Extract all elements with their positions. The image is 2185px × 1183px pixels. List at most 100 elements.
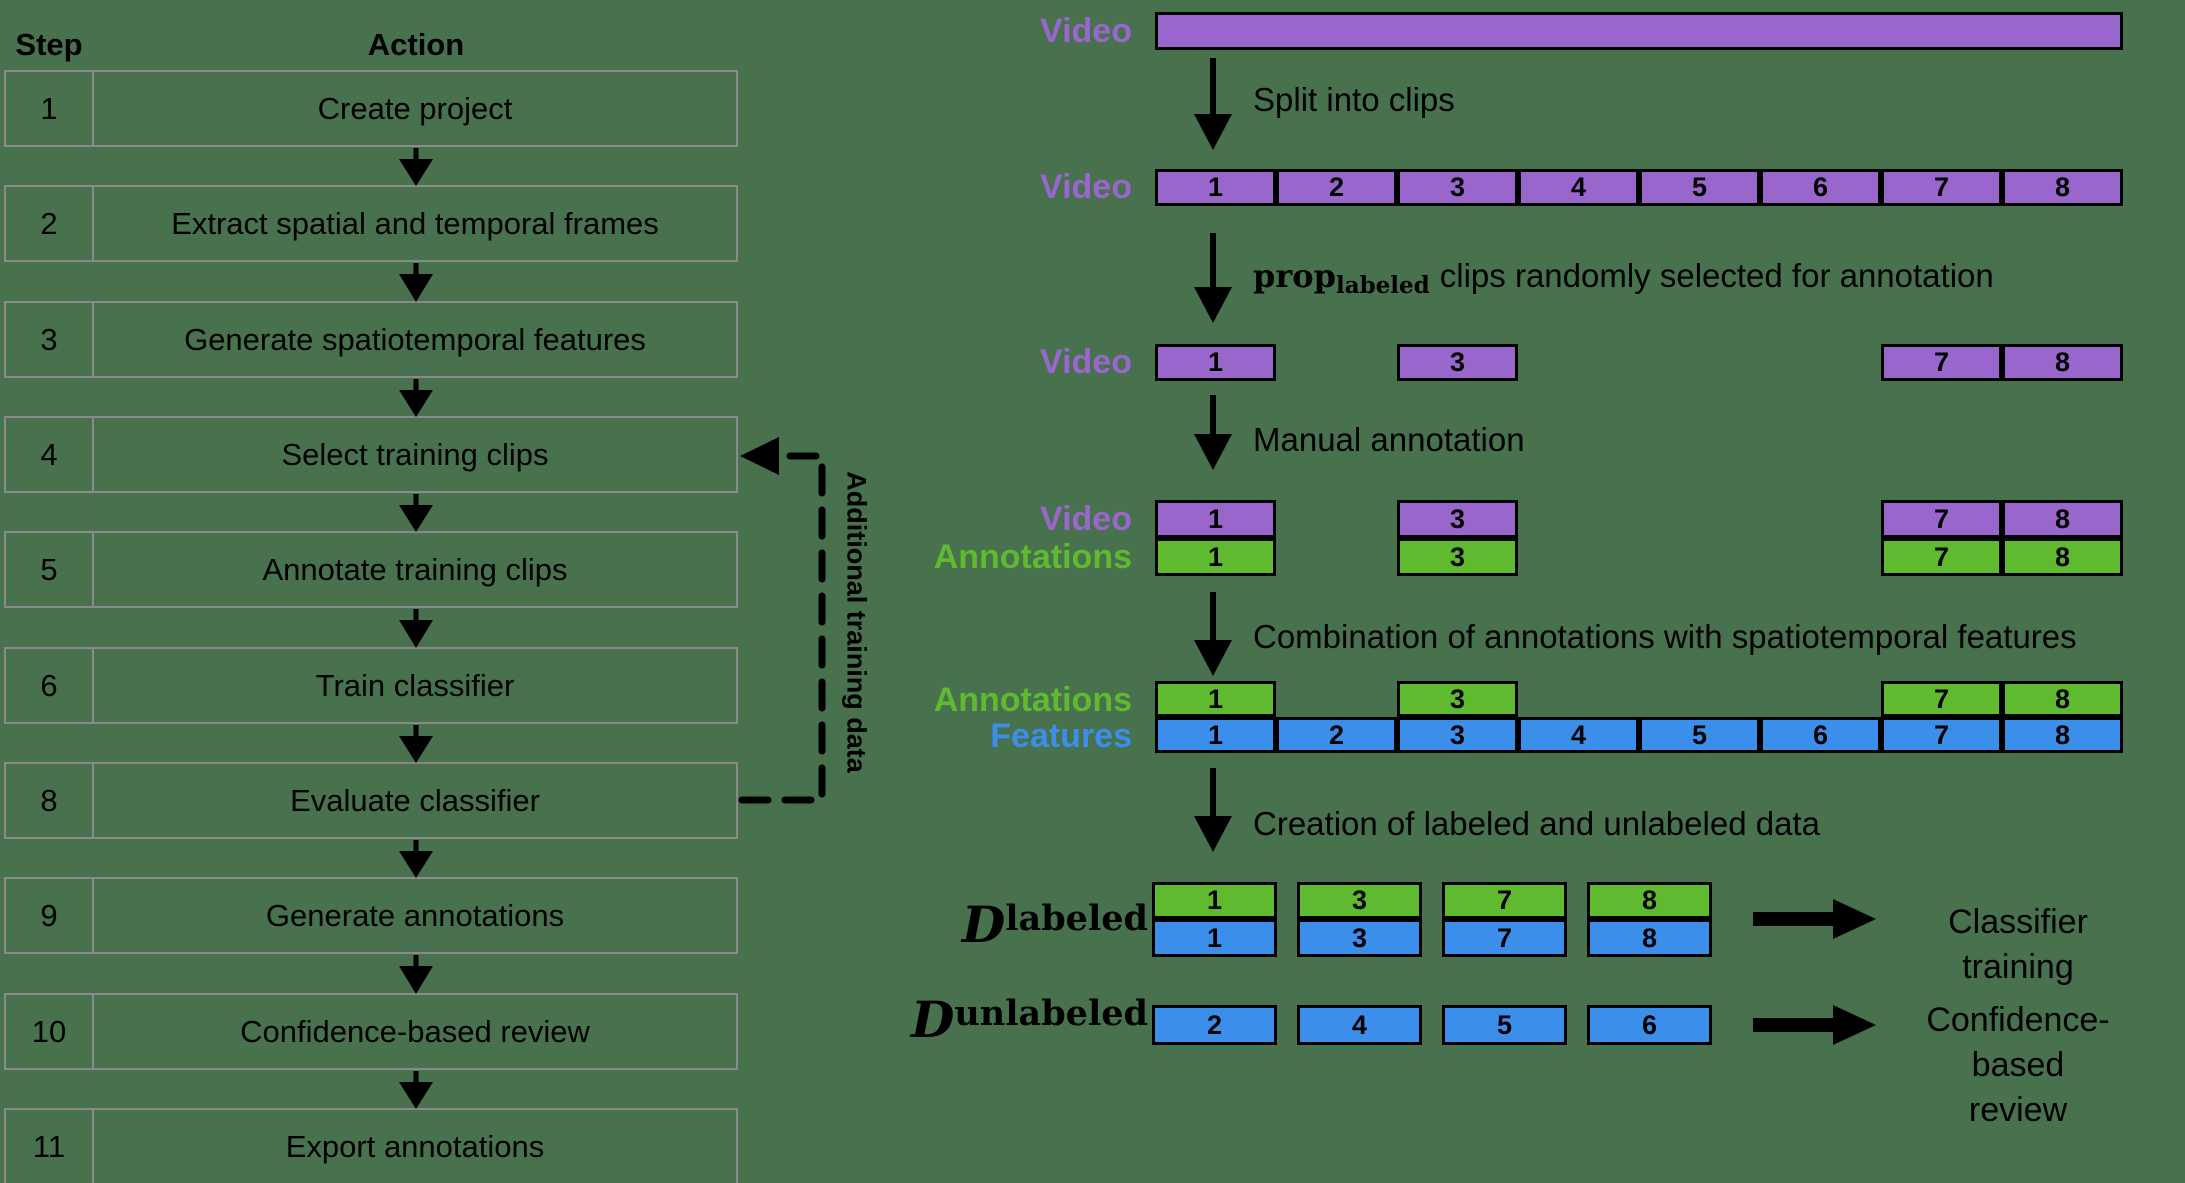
table-row: 9 Generate annotations xyxy=(4,877,738,954)
arrow-to-confidence-review-icon xyxy=(1753,1005,1876,1045)
clip-box: 7 xyxy=(1881,717,2002,753)
classifier-training-text: Classifier training xyxy=(1948,903,2088,986)
confidence-review-text: Confidence-based review xyxy=(1890,998,2146,1133)
table-cell-action: Train classifier xyxy=(315,667,515,703)
table-cell-action: Confidence-based review xyxy=(240,1013,590,1049)
table-cell-action: Evaluate classifier xyxy=(290,782,540,818)
clip-box: 8 xyxy=(2002,500,2123,538)
clip-box: 3 xyxy=(1297,882,1422,919)
table-cell-action: Create project xyxy=(317,90,513,126)
table-down-arrowhead-icon xyxy=(399,736,433,763)
table-down-arrowhead-icon xyxy=(399,851,433,878)
clip-box: 4 xyxy=(1518,717,1639,753)
table-header-step: Step xyxy=(15,27,83,62)
table-down-arrowhead-icon xyxy=(399,505,433,532)
clip-box: 4 xyxy=(1297,1005,1422,1045)
label-split-into-clips: Split into clips xyxy=(1253,81,1455,118)
row-label-annotations-1: Annotations xyxy=(933,537,1132,576)
clip-box: 8 xyxy=(1587,919,1712,957)
table-down-arrowhead-icon xyxy=(399,1082,433,1109)
table-cell-step: 2 xyxy=(6,187,94,260)
clip-box: 5 xyxy=(1639,169,1760,206)
clip-box: 3 xyxy=(1397,344,1518,381)
video-bar xyxy=(1155,12,2123,50)
clip-box: 7 xyxy=(1881,344,2002,381)
table-cell-step: 5 xyxy=(6,533,94,606)
flow-down-arrowhead-icon xyxy=(1194,287,1232,323)
table-row: 1 Create project xyxy=(4,70,738,147)
clip-box: 1 xyxy=(1155,500,1276,538)
clip-box: 1 xyxy=(1155,169,1276,206)
clip-box: 7 xyxy=(1442,882,1567,919)
clip-box: 1 xyxy=(1155,717,1276,753)
table-row: 11 Export annotations xyxy=(4,1108,738,1183)
clip-box: 3 xyxy=(1397,717,1518,753)
label-creation: Creation of labeled and unlabeled data xyxy=(1253,805,1820,842)
clip-box: 3 xyxy=(1397,500,1518,538)
table-down-arrowhead-icon xyxy=(399,274,433,302)
label-manual-annotation: Manual annotation xyxy=(1253,421,1525,458)
table-cell-action: Extract spatial and temporal frames xyxy=(171,205,659,241)
clip-box: 3 xyxy=(1397,681,1518,717)
confidence-review-line2: review xyxy=(1968,1091,2068,1129)
table-cell-step: 9 xyxy=(6,879,94,952)
clip-box: 8 xyxy=(2002,681,2123,717)
dataset-unlabeled-label: D unlabeled xyxy=(911,995,1148,1045)
table-cell-action: Select training clips xyxy=(281,436,549,472)
unlabeled-superscript: unlabeled xyxy=(954,993,1148,1034)
clip-box: 1 xyxy=(1155,681,1276,717)
clip-box: 7 xyxy=(1881,538,2002,576)
table-cell-action: Generate annotations xyxy=(265,897,565,933)
script-D-symbol: D xyxy=(910,990,955,1049)
script-D-symbol: D xyxy=(961,895,1006,954)
clip-box: 7 xyxy=(1442,919,1567,957)
table-row: 10 Confidence-based review xyxy=(4,993,738,1070)
row-label-annotations-2: Annotations xyxy=(933,680,1132,719)
clip-box: 6 xyxy=(1760,169,1881,206)
clip-box: 6 xyxy=(1587,1005,1712,1045)
table-cell-step: 10 xyxy=(6,995,94,1068)
label-prop-sub: labeled xyxy=(1335,271,1430,299)
label-prop-rest: clips randomly selected for annotation xyxy=(1439,257,1994,294)
clip-box: 3 xyxy=(1397,169,1518,206)
table-cell-action: Generate spatiotemporal features xyxy=(184,321,646,357)
row-label-video-3: Video xyxy=(1040,342,1132,381)
clip-box: 5 xyxy=(1639,717,1760,753)
table-cell-step: 6 xyxy=(6,649,94,722)
table-row: 4 Select training clips xyxy=(4,416,738,493)
flow-down-arrowhead-icon xyxy=(1194,114,1232,150)
table-cell-action: Export annotations xyxy=(285,1128,545,1164)
flow-down-arrowhead-icon xyxy=(1194,640,1232,676)
table-down-arrowhead-icon xyxy=(399,390,433,417)
row-label-video-2: Video xyxy=(1040,167,1132,206)
table-cell-step: 1 xyxy=(6,72,94,145)
labeled-superscript: labeled xyxy=(1005,898,1148,939)
flow-down-arrowhead-icon xyxy=(1194,434,1232,470)
clip-box: 8 xyxy=(2002,344,2123,381)
table-cell-step: 4 xyxy=(6,418,94,491)
label-combination: Combination of annotations with spatiote… xyxy=(1253,618,2077,655)
row-label-video-1: Video xyxy=(1040,11,1132,50)
table-down-arrowhead-icon xyxy=(399,966,433,994)
clip-box: 7 xyxy=(1881,169,2002,206)
clip-box: 2 xyxy=(1152,1005,1277,1045)
row-label-features: Features xyxy=(990,716,1132,755)
table-down-arrowhead-icon xyxy=(399,620,433,648)
clip-box: 8 xyxy=(1587,882,1712,919)
clip-box: 8 xyxy=(2002,169,2123,206)
table-cell-step: 11 xyxy=(6,1110,94,1183)
clip-box: 1 xyxy=(1152,882,1277,919)
confidence-review-line1: Confidence-based xyxy=(1926,1001,2110,1084)
clip-box: 2 xyxy=(1276,717,1397,753)
clip-box: 3 xyxy=(1297,919,1422,957)
clip-box: 5 xyxy=(1442,1005,1567,1045)
table-cell-step: 8 xyxy=(6,764,94,837)
clip-box: 2 xyxy=(1276,169,1397,206)
row-label-video-4: Video xyxy=(1040,499,1132,538)
feedback-dashed-line xyxy=(738,452,826,804)
table-header-action: Action xyxy=(367,27,465,62)
clip-box: 6 xyxy=(1760,717,1881,753)
clip-box: 1 xyxy=(1152,919,1277,957)
